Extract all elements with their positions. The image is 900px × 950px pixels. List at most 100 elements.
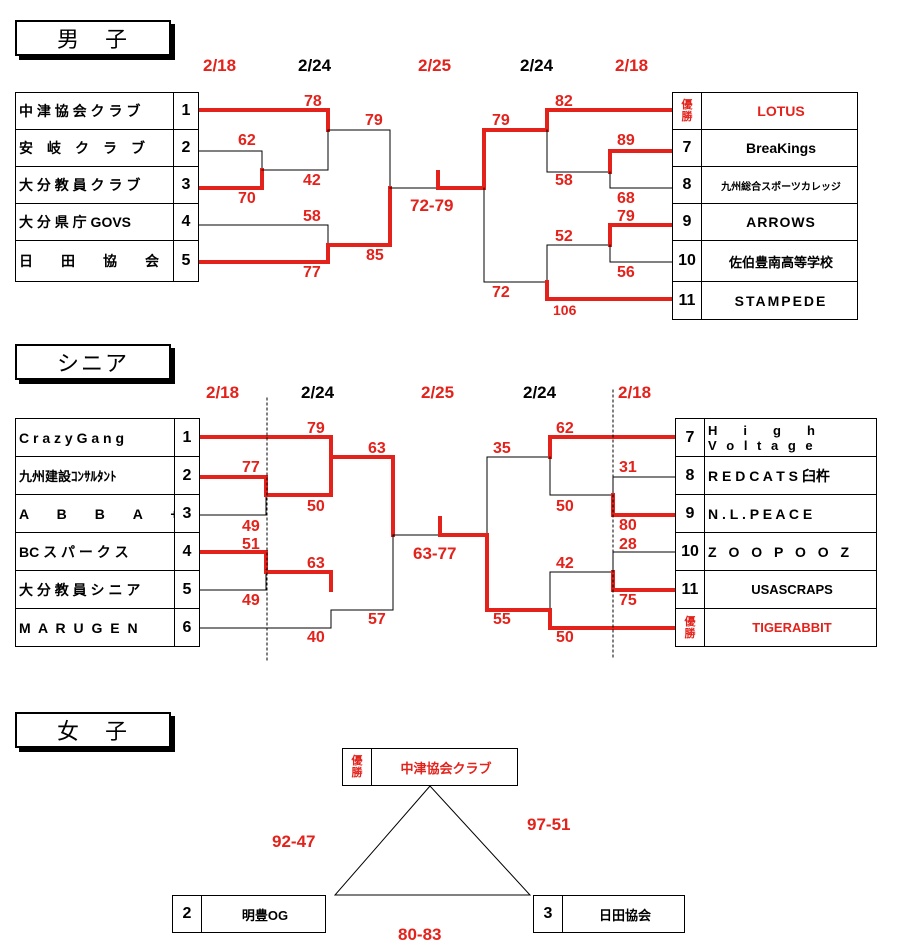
team-name: 大 分 教 員 ク ラ ブ (15, 166, 174, 204)
score: 52 (555, 228, 573, 245)
senior-section-title: シニア (15, 344, 171, 380)
team-seed: 7 (675, 418, 705, 457)
score: 63 (307, 555, 325, 572)
senior-final-score: 63-77 (413, 544, 457, 563)
team-seed: 8 (675, 456, 705, 495)
team-name-line2: V o l t a g e (708, 437, 816, 453)
score: 62 (556, 420, 574, 437)
men-left-lines (196, 108, 439, 264)
team-seed: 4 (173, 203, 199, 241)
score: 50 (307, 498, 325, 515)
score: 49 (242, 592, 260, 609)
team-name: 中 津 協 会 ク ラ ブ (15, 92, 174, 130)
score: 72 (492, 284, 510, 301)
men-date-r1-right: 2/18 (615, 56, 649, 75)
team-name: 大 分 県 庁 GOVS (15, 203, 174, 241)
team-seed: 1 (173, 92, 199, 130)
score: 63 (368, 440, 386, 457)
women-title-text: 女 子 (56, 719, 129, 744)
team-seed: 4 (174, 532, 200, 571)
team-name: R E D C A T S 臼杵 (704, 456, 877, 495)
team-name-two-line: H i g h V o l t a g e (704, 418, 877, 457)
score: 79 (617, 208, 635, 225)
score: 77 (242, 459, 260, 476)
team-seed: 11 (672, 281, 702, 320)
score: 79 (307, 420, 325, 437)
men-final-score: 72-79 (410, 196, 454, 215)
women-section-title: 女 子 (15, 712, 171, 748)
team-name: 佐伯豊南高等学校 (701, 240, 858, 282)
score: 75 (619, 592, 637, 609)
women-score-right: 97-51 (527, 815, 571, 834)
team-name: USASCRAPS (704, 570, 877, 609)
score: 79 (365, 112, 383, 129)
team-seed: 8 (672, 166, 702, 204)
team-seed: 6 (174, 608, 200, 647)
team-name: 日 田 協 会 (15, 240, 174, 282)
senior-date-final: 2/25 (421, 383, 455, 402)
score: 50 (556, 498, 574, 515)
team-name: 日田協会 (562, 895, 685, 933)
score: 28 (619, 536, 637, 553)
men-section-title: 男 子 (15, 20, 171, 56)
senior-date-r1-left: 2/18 (206, 383, 240, 402)
men-date-r1-left: 2/18 (203, 56, 237, 75)
senior-title-text: シニア (56, 351, 129, 376)
champion-badge: 優勝 (672, 92, 702, 130)
score: 85 (366, 247, 384, 264)
team-name: 大 分 教 員 シ ニ ア (15, 570, 175, 609)
women-score-bottom: 80-83 (398, 925, 442, 944)
score: 89 (617, 132, 635, 149)
women-score-left: 92-47 (272, 832, 316, 851)
score: 31 (619, 459, 637, 476)
team-name: ARROWS (701, 203, 858, 241)
score: 62 (238, 132, 256, 149)
team-name: LOTUS (701, 92, 858, 130)
team-name: BC ス パ ー ク ス (15, 532, 175, 571)
team-name: M A R U G E N (15, 608, 175, 647)
senior-date-r2-right: 2/24 (523, 383, 557, 402)
team-seed: 9 (672, 203, 702, 241)
team-name: BreaKings (701, 129, 858, 167)
team-name: 九州建設ｺﾝｻﾙﾀﾝﾄ (15, 456, 175, 495)
score: 51 (242, 536, 260, 553)
score: 78 (304, 93, 322, 110)
score: 56 (617, 264, 635, 281)
team-seed: 5 (173, 240, 199, 282)
men-title-text: 男 子 (56, 27, 129, 52)
score: 42 (303, 172, 321, 189)
team-seed: 3 (174, 494, 200, 533)
team-seed: 2 (173, 129, 199, 167)
team-name: 中津協会クラブ (371, 748, 518, 786)
team-seed: 10 (672, 240, 702, 282)
score: 58 (303, 208, 321, 225)
team-seed: 7 (672, 129, 702, 167)
score: 55 (493, 611, 511, 628)
men-date-r2-left: 2/24 (298, 56, 332, 75)
team-name: 九州総合スポーツカレッジ (701, 166, 858, 204)
score: 57 (368, 611, 386, 628)
men-date-final: 2/25 (418, 56, 452, 75)
score: 82 (555, 93, 573, 110)
score: 80 (619, 517, 637, 534)
team-seed: 2 (174, 456, 200, 495)
champion-badge: 優勝 (675, 608, 705, 647)
team-seed: 3 (533, 895, 563, 933)
score: 49 (242, 518, 260, 535)
team-seed: 9 (675, 494, 705, 533)
champion-badge: 優勝 (342, 748, 372, 786)
women-round-robin-triangle (333, 785, 532, 896)
team-seed: 10 (675, 532, 705, 571)
team-name: STAMPEDE (701, 281, 858, 320)
team-name: TIGERABBIT (704, 608, 877, 647)
team-name: 安 岐 ク ラ ブ (15, 129, 174, 167)
men-date-r2-right: 2/24 (520, 56, 554, 75)
score: 77 (303, 264, 321, 281)
score: 68 (617, 190, 635, 207)
team-seed: 3 (173, 166, 199, 204)
team-seed: 2 (172, 895, 202, 933)
team-seed: 5 (174, 570, 200, 609)
men-right-lines (436, 108, 674, 301)
score: 40 (307, 629, 325, 646)
